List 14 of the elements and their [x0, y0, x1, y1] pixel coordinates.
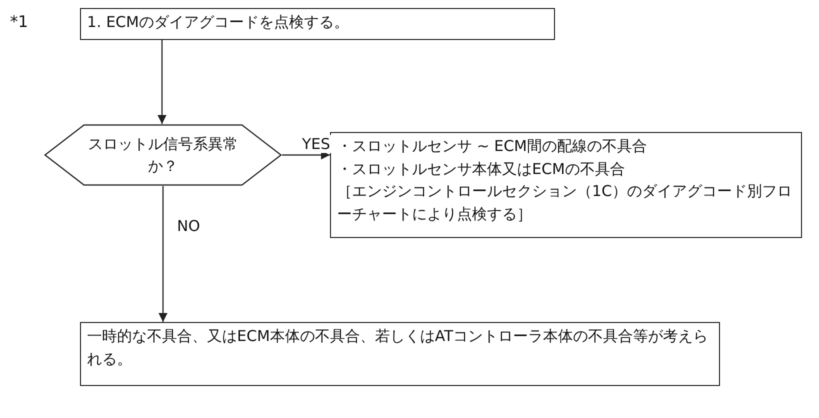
box-text: 1. ECMのダイアグコードを点検する。: [87, 12, 350, 33]
result-box: [330, 132, 802, 238]
box-text: 一時的な不具合、又はECM本体の不具合、若しくはATコントローラ本体の不具合等が考えられる。: [87, 326, 710, 370]
decision-hexagon: [44, 124, 282, 186]
box-text: ・スロットルセンサ本体又はECMの不具合: [337, 158, 626, 180]
result-box: [80, 322, 720, 386]
box-text: ［エンジンコントロールセクション（1C）のダイアグコード別フローチャートにより点検する］: [337, 181, 794, 224]
box-text: ・スロットルセンサ ~ ECM間の配線の不具合: [337, 136, 648, 157]
arrow: [158, 40, 166, 124]
process-box: [80, 8, 555, 40]
arrow: [282, 150, 330, 160]
arrow: [158, 186, 168, 322]
decision-text: スロットル信号系異常か？: [87, 134, 239, 177]
edge-label: YES: [300, 135, 332, 153]
